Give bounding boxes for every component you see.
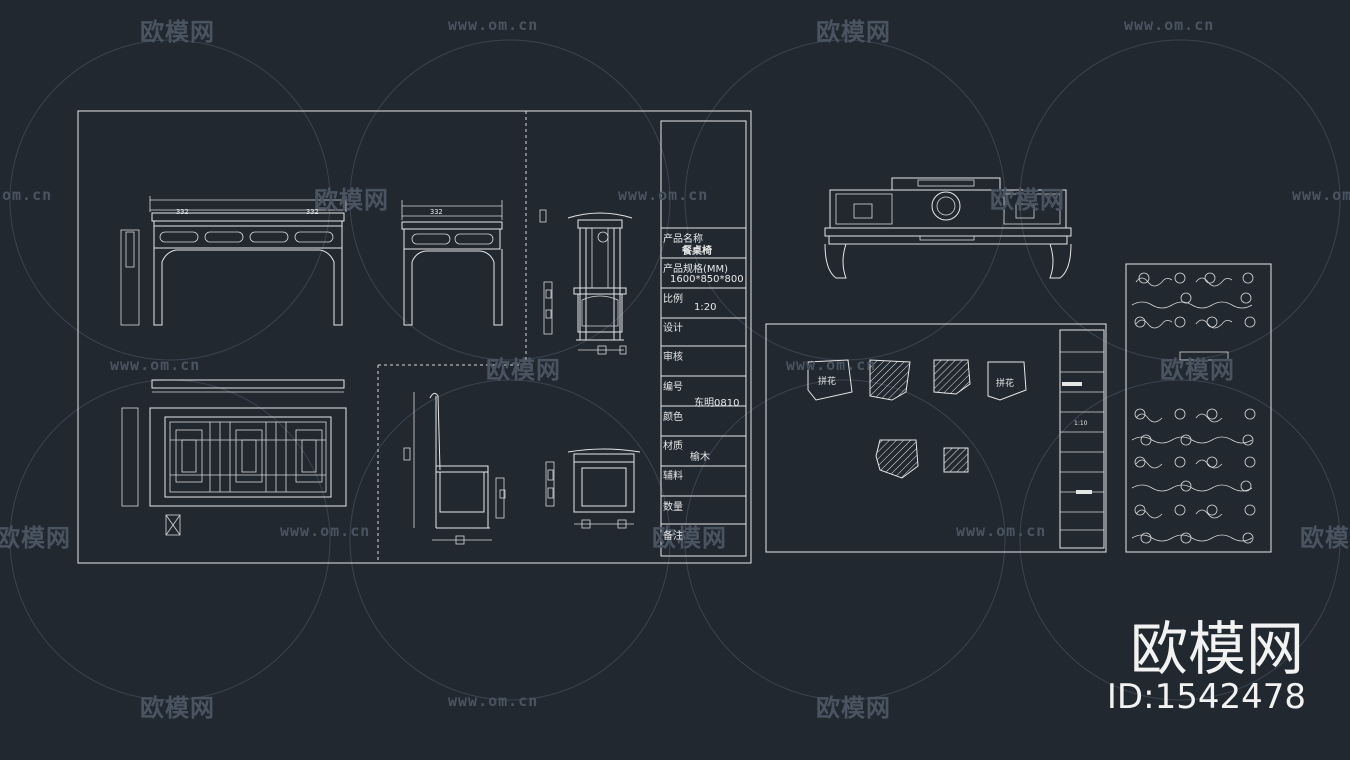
- spec-value: 1600*850*800: [670, 274, 744, 285]
- inlay-scale: 1:10: [1074, 420, 1088, 427]
- watermark-url: www.om.cn: [448, 692, 539, 710]
- inlay-label: 拼花: [996, 379, 1015, 389]
- watermark-url: www.om.cn: [786, 356, 877, 374]
- material-value: 榆木: [690, 452, 710, 463]
- table-plan-view: [121, 379, 347, 536]
- watermark-url: www.om.cn: [618, 186, 709, 204]
- scale-label: 比例: [663, 294, 683, 305]
- chair-side-elevation: [403, 392, 506, 545]
- title-block: [660, 120, 747, 557]
- watermark-logo: 欧模网: [652, 524, 727, 552]
- scale-value: 1:20: [694, 302, 717, 313]
- watermark-url: www.om.cn: [1124, 16, 1215, 34]
- chair-front-elevation: [539, 209, 633, 355]
- chair-plan-view: [545, 448, 641, 529]
- watermark-url: www.om.cn: [280, 522, 371, 540]
- number-value: 东明0810: [694, 398, 740, 409]
- material-label: 材质: [663, 441, 683, 452]
- watermark-logo: 欧模网: [486, 356, 561, 384]
- cloud-pattern-strip: [1125, 263, 1272, 553]
- design-label: 设计: [663, 323, 683, 334]
- watermark-url: www.om.cn: [110, 356, 201, 374]
- quantity-label: 数量: [663, 502, 683, 513]
- watermark-logo: 欧模网: [816, 694, 891, 722]
- accessory-label: 辅料: [663, 471, 683, 482]
- watermark-url: www.om.cn: [448, 16, 539, 34]
- number-label: 编号: [663, 382, 683, 393]
- table-side-elevation: [401, 200, 503, 326]
- watermark-url: om.cn: [2, 186, 53, 204]
- watermark-logo: 欧模网: [1300, 524, 1350, 552]
- watermark-url: www.om.cn: [1292, 186, 1350, 204]
- product-name-label: 产品名称: [663, 234, 703, 245]
- dimension-label: 332: [430, 208, 443, 216]
- main-sheet-frame: [77, 110, 752, 564]
- watermark-logo: 欧模网: [816, 18, 891, 46]
- remark-label: 备注: [663, 531, 683, 542]
- watermark-url: www.om.cn: [956, 522, 1047, 540]
- dimension-label: 332: [306, 208, 319, 216]
- watermark-circles: [9, 39, 1341, 701]
- inlay-label: 拼花: [818, 377, 837, 387]
- table-front-elevation: [120, 196, 347, 326]
- watermark-logo: 欧模网: [990, 186, 1065, 214]
- color-label: 颜色: [663, 412, 683, 423]
- review-label: 审核: [663, 352, 683, 363]
- watermark-logo: 欧模网: [0, 524, 71, 552]
- daybed-elevation: [824, 177, 1072, 279]
- watermark-logo: 欧模网: [314, 186, 389, 214]
- brand-id: ID:1542478: [1106, 677, 1306, 717]
- dimension-label: 332: [176, 208, 189, 216]
- watermark-logo: 欧模网: [140, 18, 215, 46]
- watermark-logo: 欧模网: [140, 694, 215, 722]
- brand-name: 欧模网: [1129, 615, 1304, 683]
- inlay-pattern-sheet: [765, 323, 1107, 553]
- product-name-value: 餐桌椅: [682, 246, 712, 257]
- spec-label: 产品规格(MM): [663, 264, 729, 275]
- watermark-logo: 欧模网: [1160, 356, 1235, 384]
